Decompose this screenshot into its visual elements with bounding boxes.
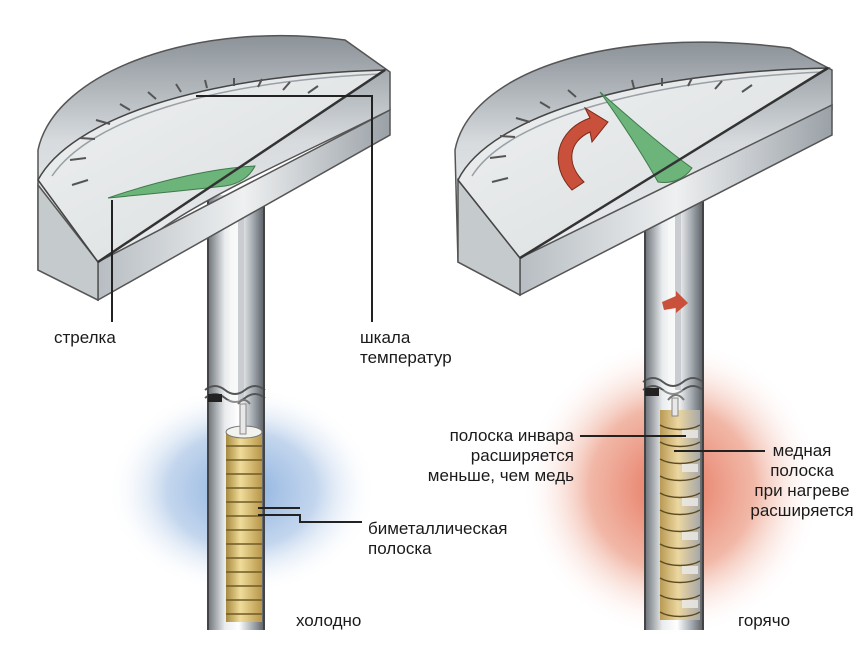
strip-label: биметаллическая полоска xyxy=(368,519,507,559)
cold-caption: холодно xyxy=(296,611,361,631)
hot-dial xyxy=(455,42,832,295)
scale-label: шкала температур xyxy=(360,328,452,368)
needle-label: стрелка xyxy=(54,328,116,348)
hot-bimetal-coil xyxy=(660,395,700,620)
hot-caption: горячо xyxy=(738,611,790,631)
copper-label: медная полоска при нагреве расширяется xyxy=(738,441,866,521)
invar-label: полоска инвара расширяется меньше, чем м… xyxy=(420,426,574,486)
cold-bimetal-coil xyxy=(226,400,262,622)
